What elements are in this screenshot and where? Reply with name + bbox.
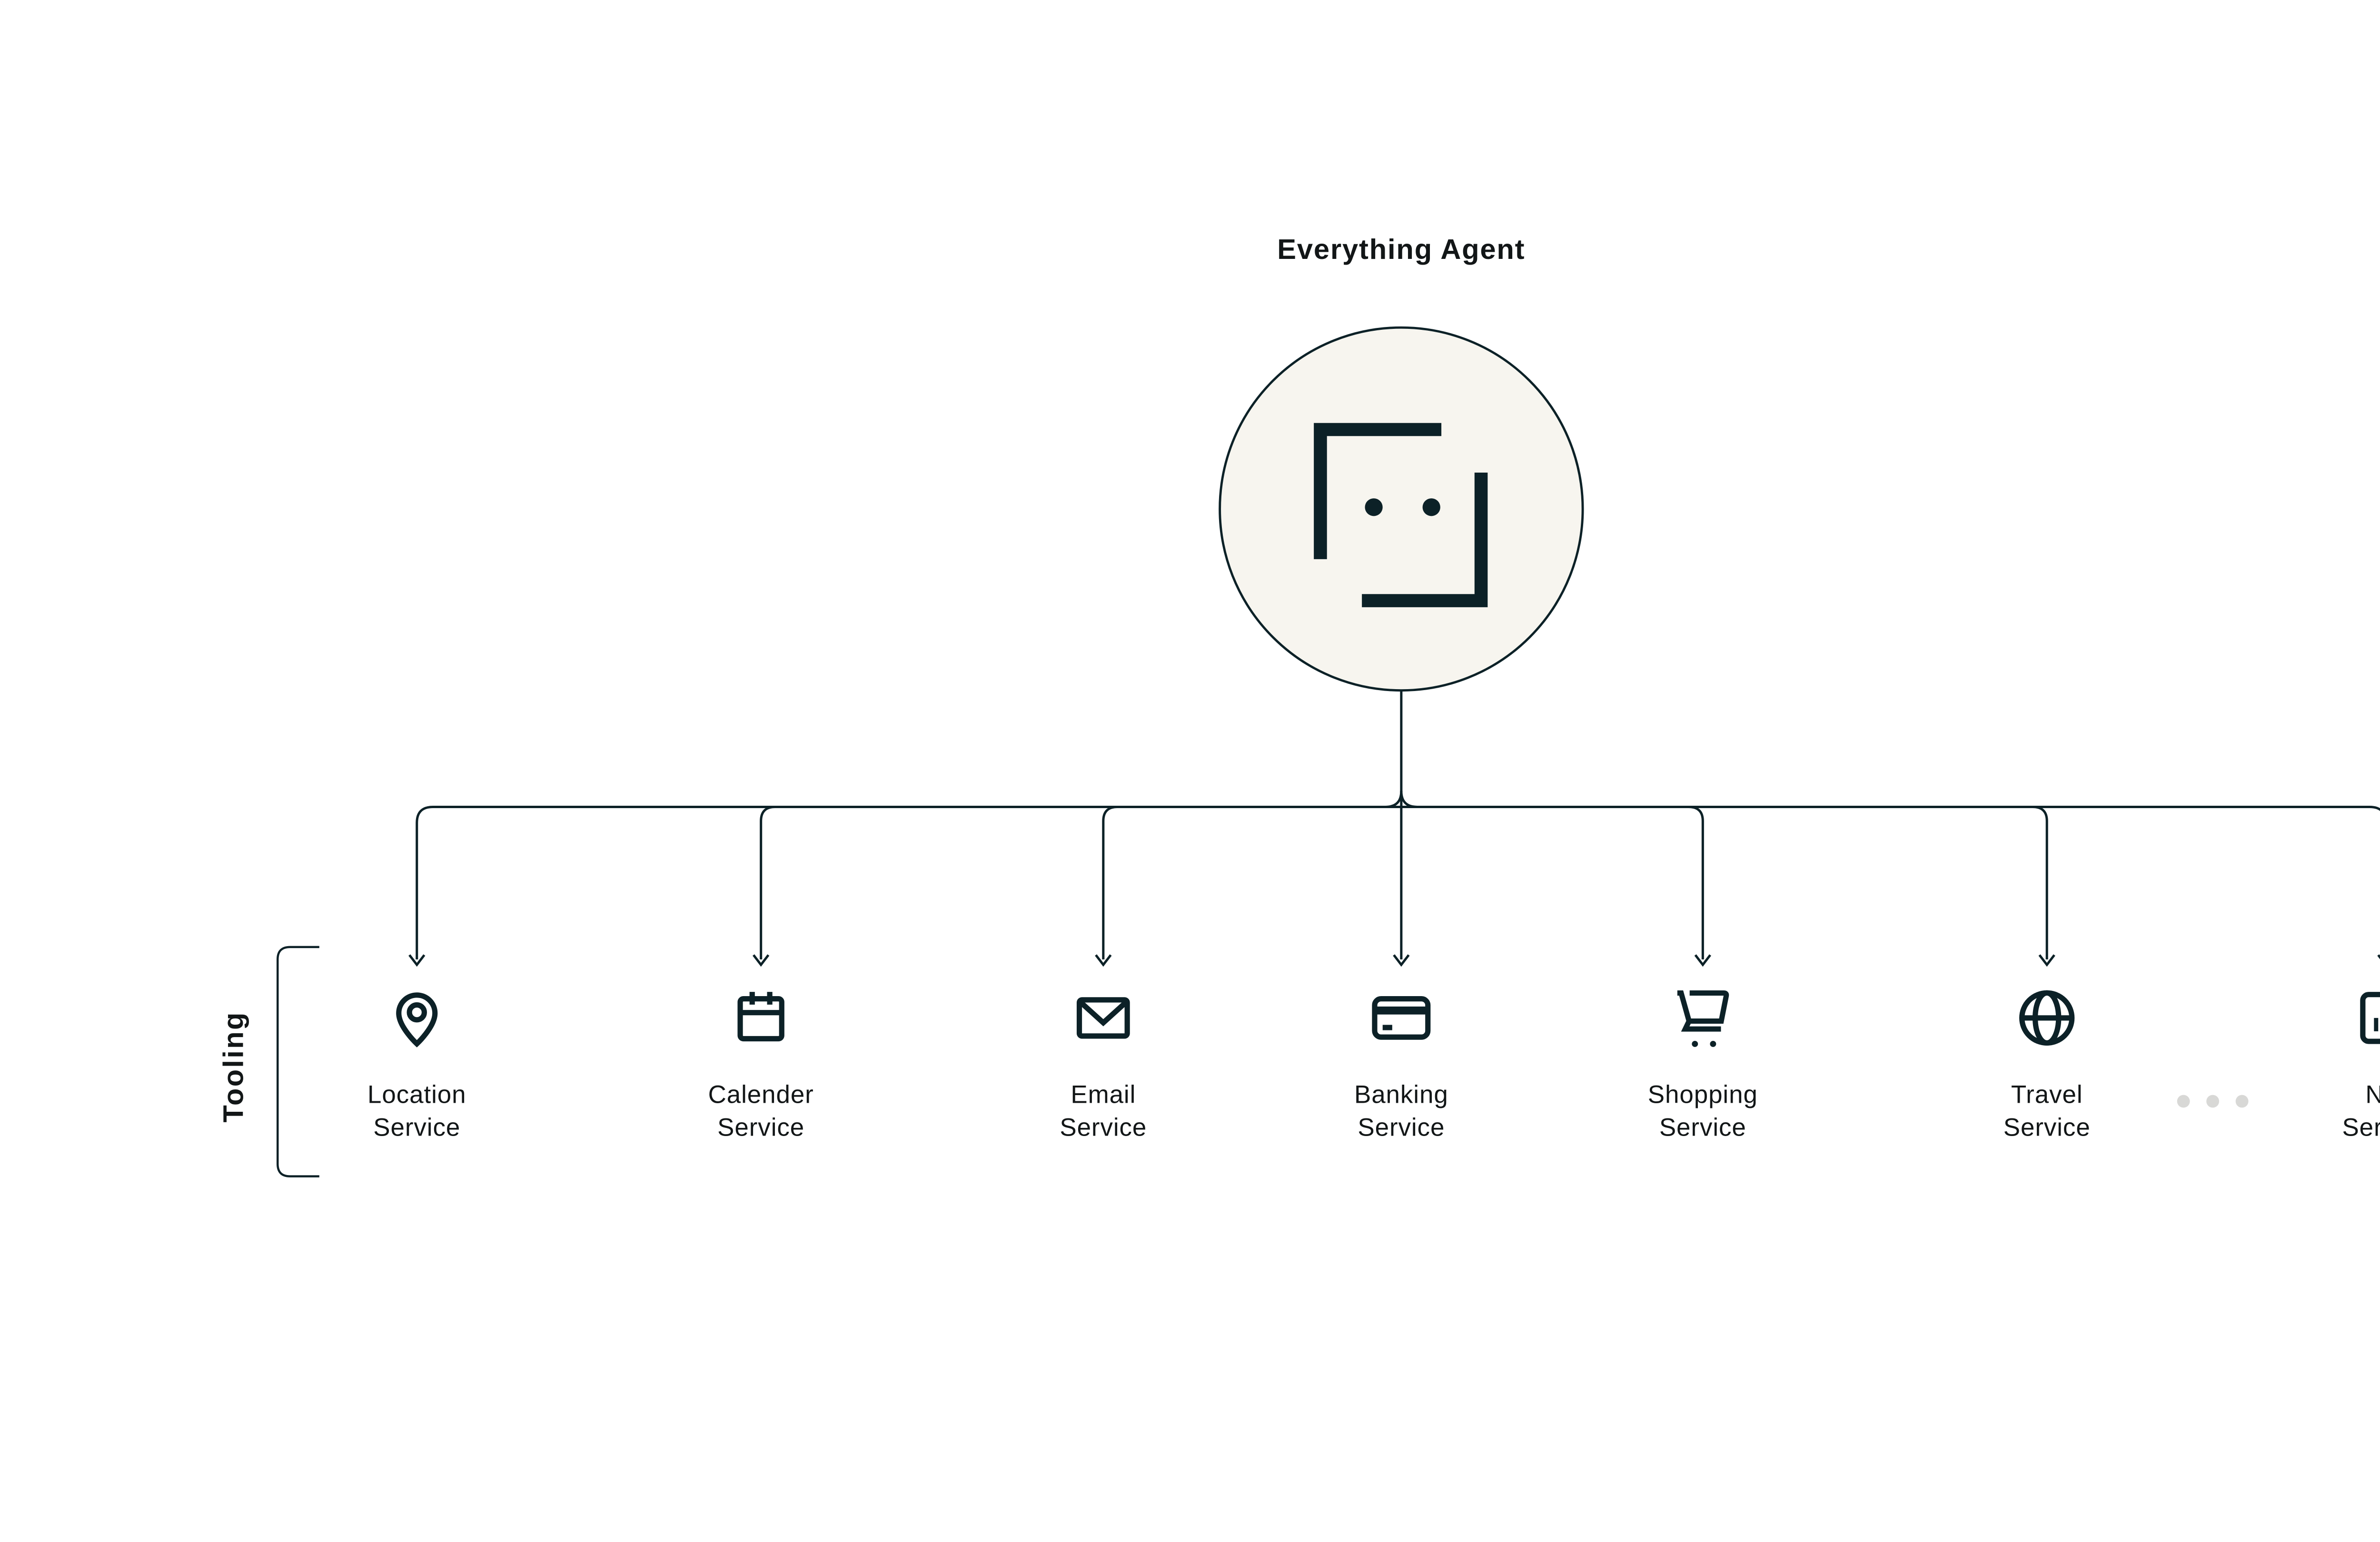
arrow-down-icon <box>408 954 426 967</box>
service-label: Service <box>373 1114 460 1142</box>
connector-lines <box>408 690 2380 967</box>
service-label: Travel <box>2011 1081 2083 1109</box>
service-label: Calender <box>708 1081 814 1109</box>
drop-shopping <box>1688 805 1704 959</box>
service-column-banking: Banking Service <box>1354 996 1448 1142</box>
tooling-bracket <box>277 946 319 1177</box>
service-label: Location <box>367 1081 466 1109</box>
service-label: Banking <box>1354 1081 1448 1109</box>
service-column-shopping: Shopping Service <box>1648 990 1758 1142</box>
service-label: Service <box>2342 1114 2380 1142</box>
logo-top-bracket <box>1314 423 1442 559</box>
service-label: Service <box>717 1114 804 1142</box>
arrow-down-icon <box>2377 954 2380 959</box>
ellipsis-dot <box>2235 1095 2249 1108</box>
service-column-location: Location Service <box>367 992 466 1142</box>
arrow-down-icon <box>2038 954 2055 967</box>
service-label: Service <box>1358 1114 1445 1142</box>
ellipsis-dot <box>2206 1095 2220 1108</box>
ellipsis-dot <box>2177 1095 2190 1108</box>
shopping-cart-icon <box>1677 990 1729 1047</box>
arrow-down-icon <box>1095 954 1112 967</box>
service-label: Service <box>1659 1114 1746 1142</box>
service-column-nth: Nth Service <box>2342 992 2380 1142</box>
stem-fillet-left <box>1385 791 1403 808</box>
credit-card-icon <box>1372 996 1431 1040</box>
globe-icon <box>2019 990 2075 1046</box>
service-label: Service <box>1060 1114 1147 1142</box>
service-label: Service <box>2003 1114 2091 1142</box>
rail-line <box>416 805 2380 959</box>
service-column-travel: Travel Service <box>2003 990 2091 1142</box>
agent-circle <box>1219 326 1584 692</box>
drop-calendar <box>760 805 775 959</box>
agent-face-logo-icon <box>1314 423 1488 607</box>
service-label: Nth <box>2365 1081 2380 1109</box>
agent-node <box>1219 326 1584 692</box>
service-label: Shopping <box>1648 1081 1758 1109</box>
arrow-down-icon <box>1393 954 1410 967</box>
stem-fillet-right <box>1400 791 1418 808</box>
drop-email <box>1102 805 1118 959</box>
bar-chart-icon <box>2360 992 2380 1044</box>
service-column-email: Email Service <box>1060 997 1147 1142</box>
arrow-down-icon <box>753 954 770 967</box>
drop-travel <box>2033 805 2048 959</box>
map-pin-icon <box>396 992 438 1048</box>
logo-right-eye <box>1422 498 1440 516</box>
tooling-label: Tooling <box>218 1011 249 1122</box>
logo-left-eye <box>1365 498 1383 516</box>
page-title: Everything Agent <box>1277 233 1525 265</box>
logo-bottom-bracket <box>1362 473 1488 607</box>
mail-icon <box>1076 997 1130 1039</box>
ellipsis-dots <box>2177 1095 2249 1108</box>
service-label: Email <box>1071 1081 1136 1109</box>
service-column-calendar: Calender Service <box>708 992 814 1142</box>
arrow-down-icon <box>1694 954 1711 967</box>
tooling-group: Tooling <box>218 946 319 1177</box>
calendar-icon <box>737 992 784 1042</box>
